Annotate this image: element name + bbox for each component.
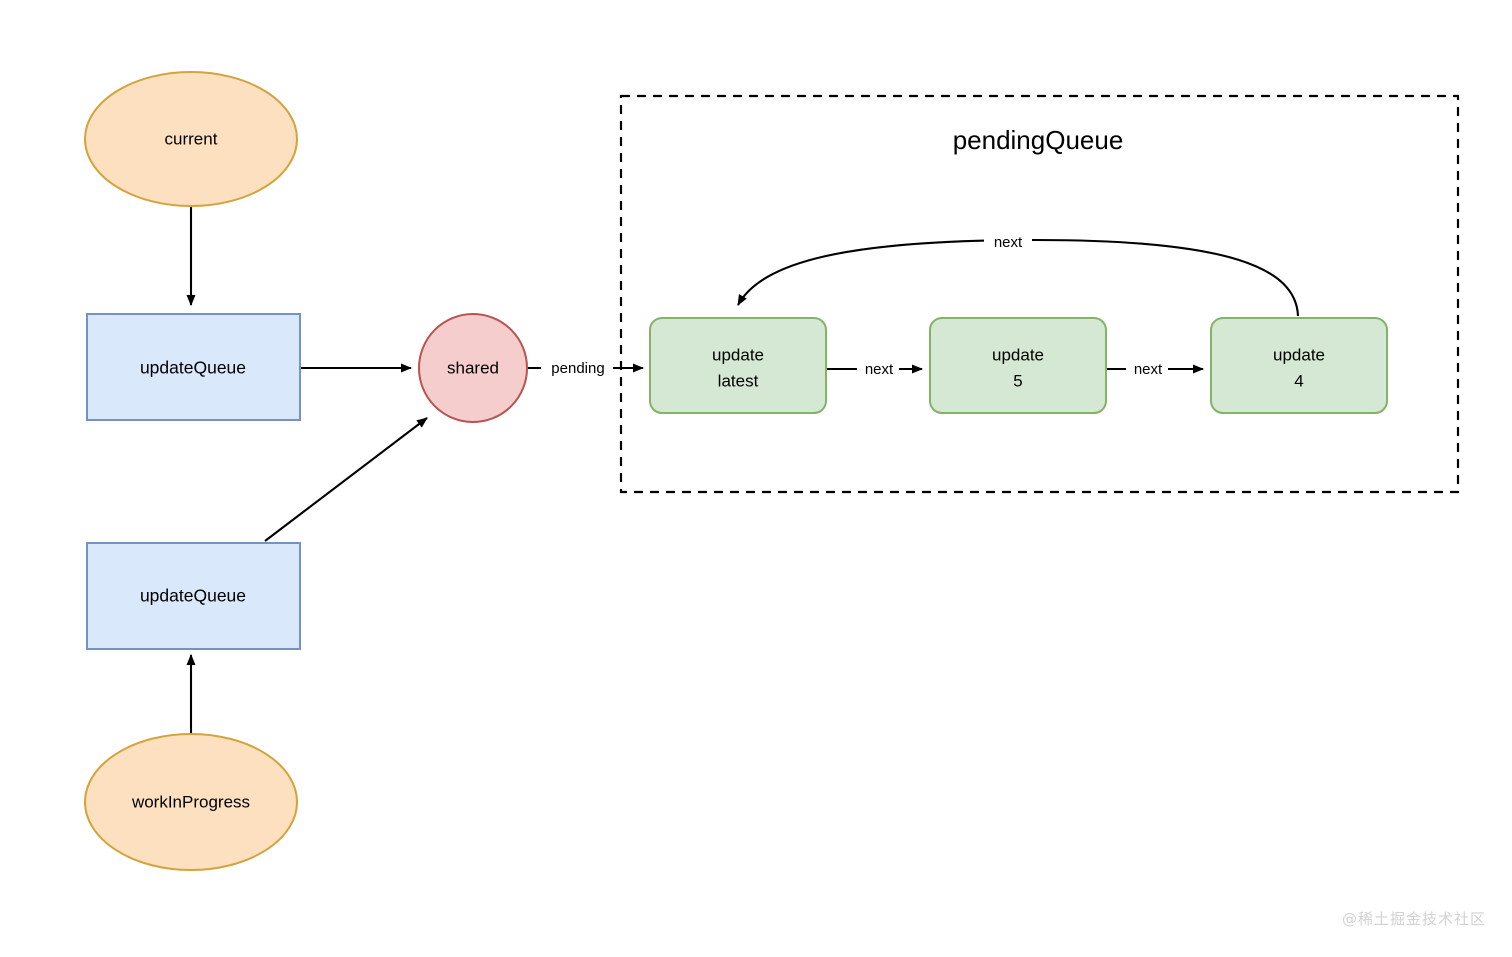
next2-label-bg [1126, 358, 1168, 381]
next-loop-label-bg [984, 232, 1032, 254]
edge-update5-to-update4: next [1106, 358, 1204, 381]
workinprogress-label: workInProgress [131, 792, 250, 811]
current-ellipse-shape[interactable] [84, 71, 298, 207]
shared-circle-shape[interactable] [418, 313, 528, 423]
update-4-shape[interactable] [1210, 317, 1388, 414]
edge-latest-to-update5: next [826, 358, 923, 381]
edge-label-next-loop: next [994, 234, 1023, 251]
wip-updatequeue-label: updateQueue [140, 586, 246, 606]
workinprogress-ellipse-shape[interactable] [84, 733, 298, 871]
edge-label-next-1: next [865, 361, 894, 378]
node-wip-updatequeue[interactable]: updateQueue [86, 542, 301, 650]
edge-shared-to-update-latest: pending [528, 357, 644, 380]
current-updatequeue-shape[interactable] [86, 313, 301, 421]
edge-update4-to-latest-loop: next [737, 232, 1300, 317]
pending-queue-title: pendingQueue [953, 125, 1124, 155]
node-current-updatequeue[interactable]: updateQueue [86, 313, 301, 421]
node-current[interactable]: current [84, 71, 298, 207]
update-5-shape[interactable] [929, 317, 1107, 414]
node-shared[interactable]: shared [418, 313, 528, 423]
edge-wip-updatequeue-to-shared [264, 417, 428, 542]
edge-curve-update4-latest [737, 238, 1300, 317]
edge-label-next-2: next [1134, 361, 1163, 378]
watermark-text: @稀土掘金技术社区 [1341, 910, 1486, 928]
update-5-label-line2: 5 [1013, 371, 1022, 390]
next1-label-bg [857, 358, 899, 381]
node-update-5[interactable]: update 5 [929, 317, 1107, 414]
edge-line-wip-updatequeue-shared [264, 417, 428, 542]
current-updatequeue-label: updateQueue [140, 358, 246, 378]
update-latest-label-line2: latest [718, 371, 759, 390]
shared-label: shared [447, 358, 499, 377]
node-workinprogress[interactable]: workInProgress [84, 733, 298, 871]
update-4-label-line2: 4 [1294, 371, 1303, 390]
update-latest-label-line1: update [712, 345, 764, 364]
pending-queue-group: pendingQueue [619, 94, 1460, 494]
update-4-label-line1: update [1273, 345, 1325, 364]
node-update-4[interactable]: update 4 [1210, 317, 1388, 414]
pending-queue-border [619, 94, 1460, 494]
edge-label-pending: pending [551, 360, 604, 377]
wip-updatequeue-shape[interactable] [86, 542, 301, 650]
update-5-label-line1: update [992, 345, 1044, 364]
node-update-latest[interactable]: update latest [649, 317, 827, 414]
update-latest-shape[interactable] [649, 317, 827, 414]
pending-label-bg [541, 357, 613, 380]
current-label: current [165, 129, 218, 148]
